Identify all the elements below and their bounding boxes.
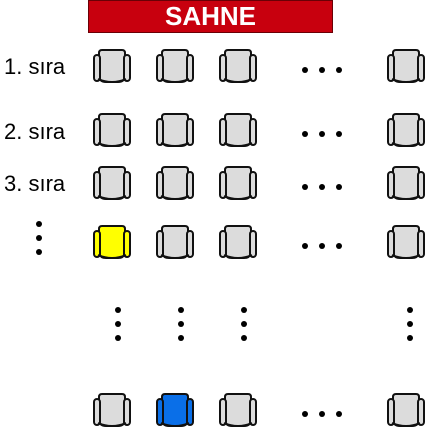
dot	[336, 131, 342, 137]
chair-icon	[93, 225, 131, 259]
dot	[178, 335, 184, 341]
chair-icon	[219, 49, 257, 83]
dot	[241, 321, 247, 327]
dot	[115, 307, 121, 313]
chair-icon	[156, 49, 194, 83]
ellipsis-icon	[302, 129, 350, 139]
seat-r5-c2[interactable]	[155, 393, 195, 429]
seat-r2-c2[interactable]	[155, 113, 195, 149]
ellipsis-icon	[176, 307, 186, 347]
chair-icon	[219, 166, 257, 200]
dot	[319, 411, 325, 417]
chair-icon	[219, 225, 257, 259]
seat-r3-c3[interactable]	[218, 166, 258, 202]
chair-icon	[93, 49, 131, 83]
seat-r2-c4[interactable]	[386, 113, 426, 149]
chair-icon	[93, 113, 131, 147]
seat-r5-c4[interactable]	[386, 393, 426, 429]
dot	[407, 335, 413, 341]
dot	[115, 335, 121, 341]
chair-icon	[156, 113, 194, 147]
dot	[178, 307, 184, 313]
seat-r4-c2[interactable]	[155, 225, 195, 261]
chair-icon	[219, 113, 257, 147]
chair-icon	[387, 393, 425, 427]
chair-icon	[219, 393, 257, 427]
dot	[36, 249, 42, 255]
dot	[319, 184, 325, 190]
dot	[302, 131, 308, 137]
dot	[319, 131, 325, 137]
chair-icon	[387, 49, 425, 83]
seat-r3-c4[interactable]	[386, 166, 426, 202]
ellipsis-icon	[302, 182, 350, 192]
chair-icon	[156, 393, 194, 427]
dot	[319, 243, 325, 249]
chair-icon	[93, 393, 131, 427]
dot	[36, 235, 42, 241]
chair-icon	[387, 113, 425, 147]
seat-r4-c3[interactable]	[218, 225, 258, 261]
dot	[302, 184, 308, 190]
seat-r5-c1[interactable]	[92, 393, 132, 429]
seat-r2-c1[interactable]	[92, 113, 132, 149]
seat-r4-c4[interactable]	[386, 225, 426, 261]
dot	[336, 243, 342, 249]
ellipsis-icon	[302, 241, 350, 251]
row-label-1: 1. sıra	[4, 54, 66, 79]
dot	[115, 321, 121, 327]
chair-icon	[93, 166, 131, 200]
dot	[407, 321, 413, 327]
row-label-2: 2. sıra	[4, 119, 66, 144]
seat-r3-c2[interactable]	[155, 166, 195, 202]
seat-r1-c1[interactable]	[92, 49, 132, 85]
row-label-3: 3. sıra	[4, 171, 66, 196]
ellipsis-icon	[302, 65, 350, 75]
chair-icon	[387, 166, 425, 200]
dot	[241, 335, 247, 341]
dot	[302, 67, 308, 73]
seat-r4-c1[interactable]	[92, 225, 132, 261]
seat-r5-c3[interactable]	[218, 393, 258, 429]
chair-icon	[156, 166, 194, 200]
chair-icon	[387, 225, 425, 259]
dot	[178, 321, 184, 327]
ellipsis-icon	[405, 307, 415, 347]
ellipsis-icon	[34, 221, 44, 261]
chair-icon	[156, 225, 194, 259]
dot	[36, 221, 42, 227]
dot	[302, 411, 308, 417]
dot	[336, 67, 342, 73]
dot	[336, 411, 342, 417]
ellipsis-icon	[302, 409, 350, 419]
dot	[302, 243, 308, 249]
seat-r1-c2[interactable]	[155, 49, 195, 85]
seat-r2-c3[interactable]	[218, 113, 258, 149]
dot	[407, 307, 413, 313]
seat-r1-c3[interactable]	[218, 49, 258, 85]
dot	[319, 67, 325, 73]
seat-r3-c1[interactable]	[92, 166, 132, 202]
ellipsis-icon	[239, 307, 249, 347]
dot	[241, 307, 247, 313]
stage-banner: SAHNE	[88, 0, 333, 33]
ellipsis-icon	[113, 307, 123, 347]
seat-r1-c4[interactable]	[386, 49, 426, 85]
dot	[336, 184, 342, 190]
